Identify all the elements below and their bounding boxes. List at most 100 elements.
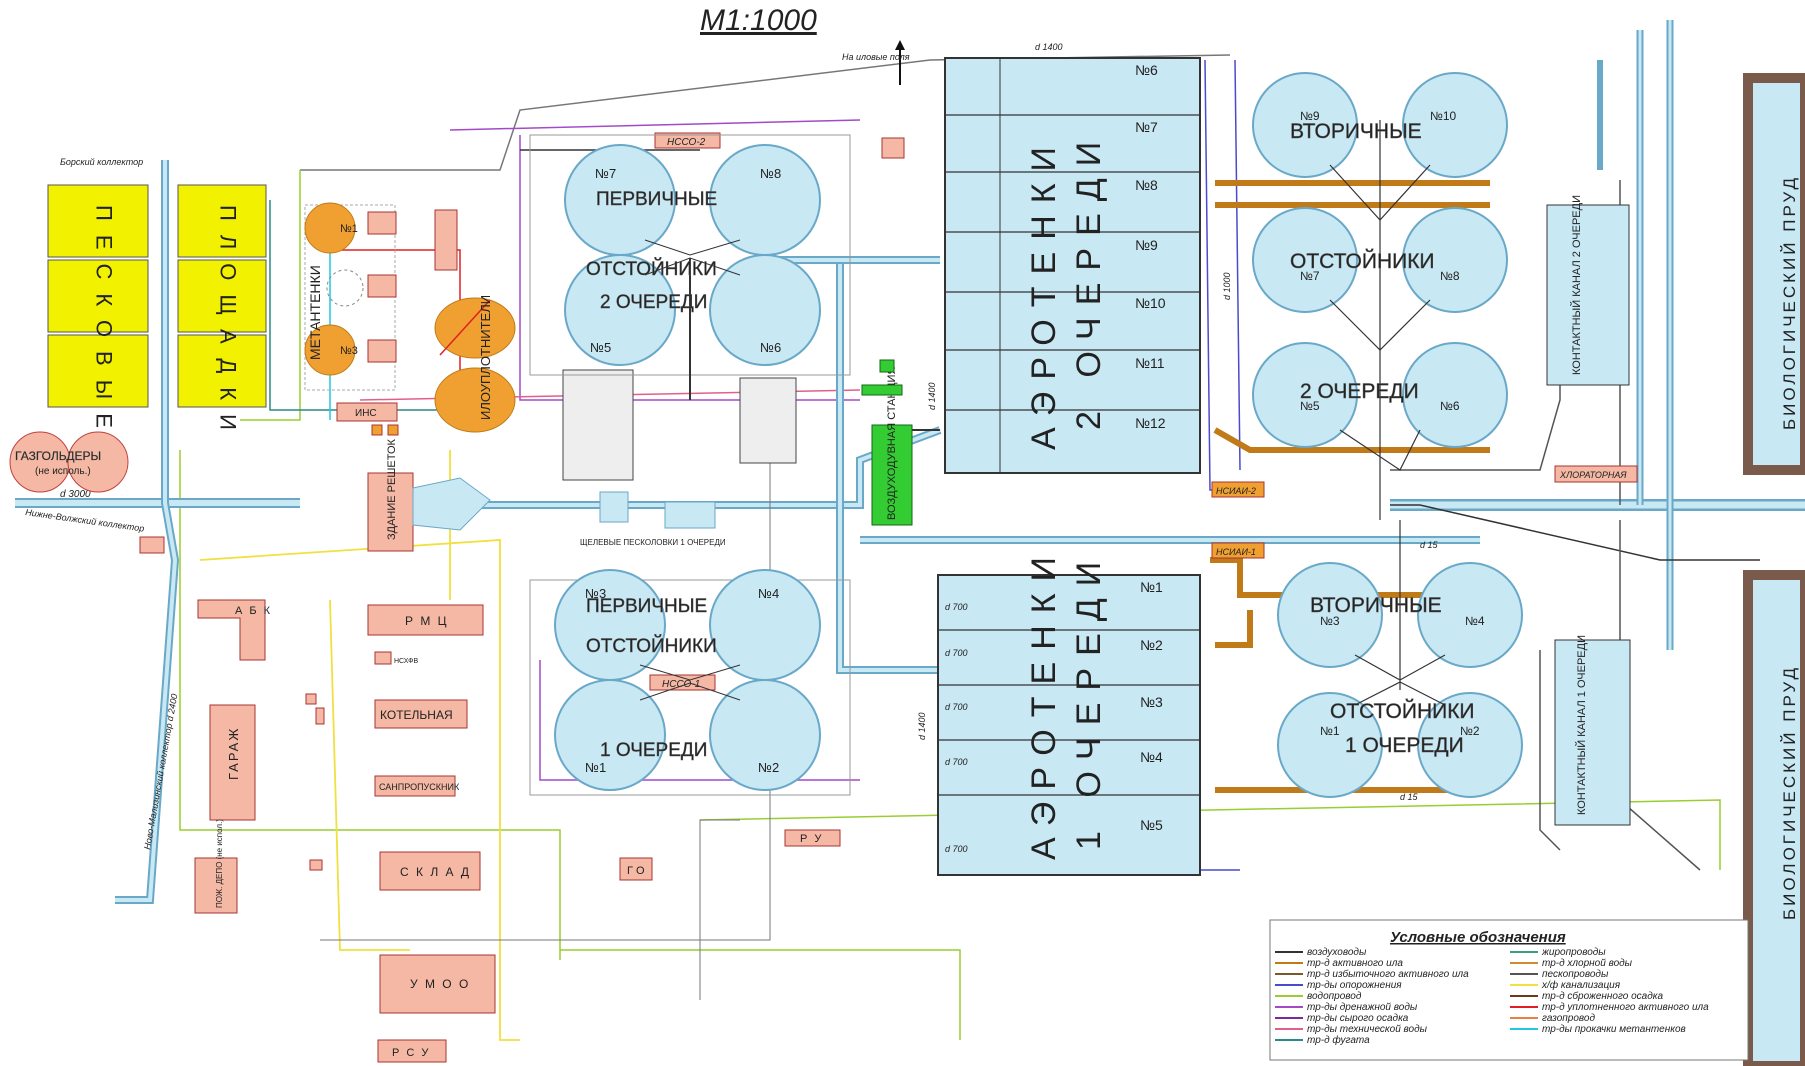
secondary1-n3: №3 (1320, 614, 1340, 628)
scale-label: М1:1000 (700, 4, 817, 37)
primary2-n5: №5 (590, 340, 611, 355)
garage-label: ГАРАЖ (226, 727, 241, 780)
aero2-n12: №12 (1135, 415, 1166, 431)
legend-item: тр-д сброженного осадка (1542, 990, 1663, 1002)
primary-2: №7 №8 №5 №6 ПЕРВИЧНЫЕ ОТСТОЙНИКИ 2 ОЧЕРЕ… (529, 134, 851, 400)
gasholders-title: ГАЗГОЛЬДЕРЫ (15, 449, 101, 463)
primary2-t2: ОТСТОЙНИКИ (586, 258, 717, 280)
aero2-n11: №11 (1135, 355, 1165, 371)
aero1-sub: 1 ОЧЕРЕДИ (1070, 550, 1108, 850)
secondary2-n8: №8 (1440, 269, 1460, 283)
d15-top: d 15 (1420, 540, 1439, 550)
secondary1-t1: ВТОРИЧНЫЕ (1310, 594, 1442, 617)
rmc-label: Р М Ц (405, 614, 449, 628)
legend-item: тр-д хлорной воды (1542, 958, 1633, 969)
d1000-label: d 1000 (1222, 272, 1232, 300)
primary1-n3: №3 (585, 586, 606, 601)
legend-item: водопровод (1307, 991, 1362, 1002)
aero2-n6: №6 (1135, 62, 1158, 78)
umoo-label: У М О О (410, 977, 470, 991)
gasholders-note: (не исполь.) (35, 466, 91, 477)
primary1-t2: ОТСТОЙНИКИ (586, 635, 717, 657)
d1400-mid: d 1400 (927, 382, 937, 410)
legend-item: тр-д фугата (1307, 1034, 1370, 1046)
nsso1-label: НССО-1 (662, 679, 700, 690)
aero1-n5: №5 (1140, 817, 1163, 833)
sand-left-label: ПЕСКОВЫЕ (92, 205, 117, 442)
ru-label: Р У (800, 833, 823, 845)
legend-item: тр-ды прокачки метантенков (1542, 1024, 1686, 1035)
secondary2-t2: ОТСТОЙНИКИ (1290, 249, 1435, 273)
nsso-stations: НССО-2 НССО-1 (562, 132, 905, 691)
sand-traps: ЩЕЛЕВЫЕ ПЕСКОЛОВКИ 1 ОЧЕРЕДИ (580, 491, 726, 547)
secondary2-t3: 2 ОЧЕРЕДИ (1300, 380, 1419, 403)
aero2-n7: №7 (1135, 119, 1158, 135)
legend-item: тр-ды сырого осадка (1307, 1013, 1409, 1024)
secondary1-n1: №1 (1320, 724, 1340, 738)
primary1-t1: ПЕРВИЧНЫЕ (586, 596, 707, 617)
metantank-n3: №3 (340, 345, 358, 357)
chlor-label: ХЛОРАТОРНАЯ (1559, 470, 1627, 480)
d700-5: d 700 (945, 844, 968, 854)
legend-item: тр-ды технической воды (1307, 1024, 1428, 1035)
kpp-box (139, 536, 165, 554)
contact2-label: КОНТАКТНЫЙ КАНАЛ 2 ОЧЕРЕДИ (1570, 195, 1583, 375)
nizhne-volzh-label: Нижне-Волжский коллектор (25, 507, 145, 534)
screens-label: ЗДАНИЕ РЕШЕТОК (386, 438, 398, 540)
secondary2-t1: ВТОРИЧНЫЕ (1290, 120, 1422, 143)
legend-item: воздуховоды (1307, 947, 1367, 958)
aero2-sub: 2 ОЧЕРЕДИ (1070, 130, 1108, 430)
warehouse-label: С К Л А Д (400, 865, 471, 879)
primary-1: №3 №4 №1 №2 ПЕРВИЧНЫЕ ОТСТОЙНИКИ 1 ОЧЕРЕ… (529, 569, 851, 796)
aero1-n1: №1 (1140, 579, 1163, 595)
metantanks: №1 №3 МЕТАНТЕНКИ ИНС (304, 202, 458, 436)
secondary-2: №9 №10 №7 №8 №5 №6 ВТОРИЧНЫЕ ОТСТОЙНИКИ … (1252, 72, 1508, 520)
secondary1-n2: №2 (1460, 724, 1480, 738)
aero1-n4: №4 (1140, 749, 1163, 765)
aero1-title: АЭРОТЕНКИ (1025, 545, 1063, 860)
primary1-n4: №4 (758, 586, 779, 601)
secondary1-t2: ОТСТОЙНИКИ (1330, 699, 1475, 723)
bor-collector-label: Борский коллектор (60, 157, 143, 167)
nsiai2-box (1211, 481, 1265, 498)
chlor-box (1554, 465, 1638, 483)
thickeners-title: ИЛОУПЛОТНИТЕЛИ (478, 295, 493, 420)
primary1-n1: №1 (585, 760, 606, 775)
primary2-n8: №8 (760, 166, 781, 181)
bio-pond-2-label: БИОЛОГИЧЕСКИЙ ПРУД (1780, 175, 1799, 430)
primary2-t1: ПЕРВИЧНЫЕ (596, 189, 717, 210)
aero2-n8: №8 (1135, 177, 1158, 193)
aero-2: №6 №7 №8 №9 №10 №11 №12 АЭРОТЕНКИ 2 ОЧЕР… (927, 42, 1232, 474)
secondary2-n10: №10 (1430, 109, 1457, 123)
pipe-network (15, 20, 1805, 1041)
legend-item: жиропроводы (1541, 947, 1606, 958)
north-arrow-head (895, 40, 905, 50)
d1400-low: d 1400 (917, 712, 927, 740)
metantank-n1: №1 (340, 223, 358, 235)
sand-right-label: ПЛОЩАДКИ (216, 205, 241, 444)
screens-building: ЗДАНИЕ РЕШЕТОК (367, 438, 491, 552)
bio-ponds: БИОЛОГИЧЕСКИЙ ПРУД БИОЛОГИЧЕСКИЙ ПРУД (1743, 73, 1805, 1066)
to-sludge-fields: На иловые поля (842, 52, 910, 62)
d15-bottom: d 15 (1400, 792, 1419, 802)
nsiai1-box (1211, 542, 1265, 559)
primary2-n6: №6 (760, 340, 781, 355)
primary1-n2: №2 (758, 760, 779, 775)
secondary-1: №3 №4 №1 №2 ВТОРИЧНЫЕ ОТСТОЙНИКИ 1 ОЧЕРЕ… (1277, 520, 1523, 798)
legend-item: тр-д активного ила (1307, 958, 1403, 969)
primary2-t3: 2 ОЧЕРЕДИ (600, 292, 707, 313)
blower-label: ВОЗДУХОДУВНАЯ СТАНЦИЯ (886, 367, 898, 520)
aero2-n10: №10 (1135, 295, 1166, 311)
metantanks-title: МЕТАНТЕНКИ (307, 265, 323, 360)
secondary2-n6: №6 (1440, 399, 1460, 413)
contact1-label: КОНТАКТНЫЙ КАНАЛ 1 ОЧЕРЕДИ (1575, 635, 1588, 815)
legend-item: тр-ды дренажной воды (1307, 1002, 1418, 1013)
d700-1: d 700 (945, 602, 968, 612)
d1400-top: d 1400 (1035, 42, 1063, 52)
aero2-n9: №9 (1135, 237, 1158, 253)
primary2-n7: №7 (595, 166, 616, 181)
aux-buildings: А Б К Р М Ц НСХФВ КОТЕЛЬНАЯ САНПРОПУСКНИ… (194, 599, 841, 1063)
ins-label: ИНС (355, 408, 377, 419)
